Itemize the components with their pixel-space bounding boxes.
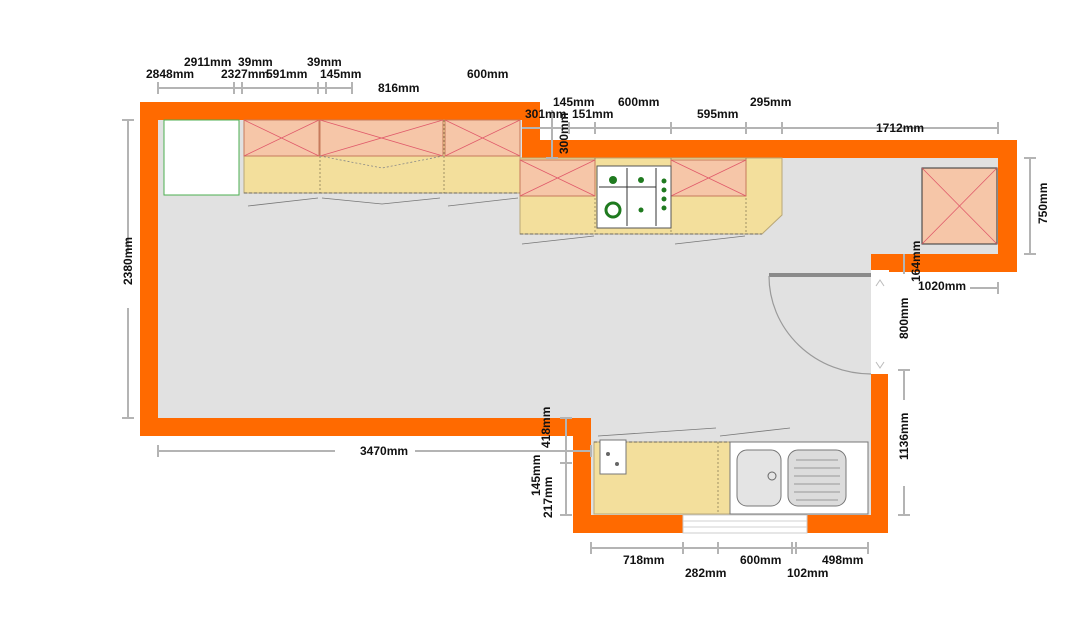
- dim-145-c: 145mm: [529, 455, 543, 496]
- dim-102: 102mm: [787, 566, 828, 580]
- dim-718: 718mm: [623, 553, 664, 567]
- dim-282: 282mm: [685, 566, 726, 580]
- dim-39-b: 39mm: [307, 55, 342, 69]
- dim-300: 300mm: [557, 113, 571, 154]
- door-opening: [871, 270, 889, 374]
- dim-301: 301mm: [525, 107, 566, 121]
- dim-600-c: 600mm: [740, 553, 781, 567]
- dim-295: 295mm: [750, 95, 791, 109]
- dim-591: 591mm: [266, 67, 307, 81]
- dim-595: 595mm: [697, 107, 738, 121]
- dim-800: 800mm: [897, 298, 911, 339]
- door-swing-icon: [768, 273, 885, 375]
- dim-217: 217mm: [541, 477, 555, 518]
- dim-39-a: 39mm: [238, 55, 273, 69]
- wall-cabinets-left: [243, 119, 521, 169]
- tall-unit: [921, 167, 998, 245]
- sink-drainer-icon: [729, 441, 869, 515]
- dim-145-b: 145mm: [553, 95, 594, 109]
- dim-1712: 1712mm: [876, 121, 924, 135]
- socket-icon: [599, 439, 627, 475]
- floor: [158, 120, 998, 515]
- dim-418: 418mm: [539, 407, 553, 448]
- dim-2380: 2380mm: [121, 237, 135, 285]
- dim-151: 151mm: [572, 107, 613, 121]
- dim-145-a: 145mm: [320, 67, 361, 81]
- dim-2848: 2848mm: [146, 67, 194, 81]
- fridge: [163, 119, 240, 196]
- dim-164: 164mm: [909, 241, 923, 282]
- window: [682, 514, 808, 534]
- dimension-lines: [122, 82, 1036, 554]
- dimension-labels: 2911mm 39mm 39mm 2848mm 2327mm 591mm 145…: [121, 55, 1050, 580]
- dim-2911: 2911mm: [184, 55, 231, 69]
- dim-2327: 2327mm: [221, 67, 269, 81]
- dim-1136: 1136mm: [897, 413, 911, 460]
- dim-600-a: 600mm: [467, 67, 508, 81]
- dim-1020: 1020mm: [918, 279, 966, 293]
- gas-hob-icon: [596, 165, 672, 229]
- dim-498: 498mm: [822, 553, 863, 567]
- dim-750: 750mm: [1036, 183, 1050, 224]
- dim-816: 816mm: [378, 81, 419, 95]
- dim-600-b: 600mm: [618, 95, 659, 109]
- dim-3470: 3470mm: [360, 444, 408, 458]
- wall-cabinets-right: [519, 159, 747, 197]
